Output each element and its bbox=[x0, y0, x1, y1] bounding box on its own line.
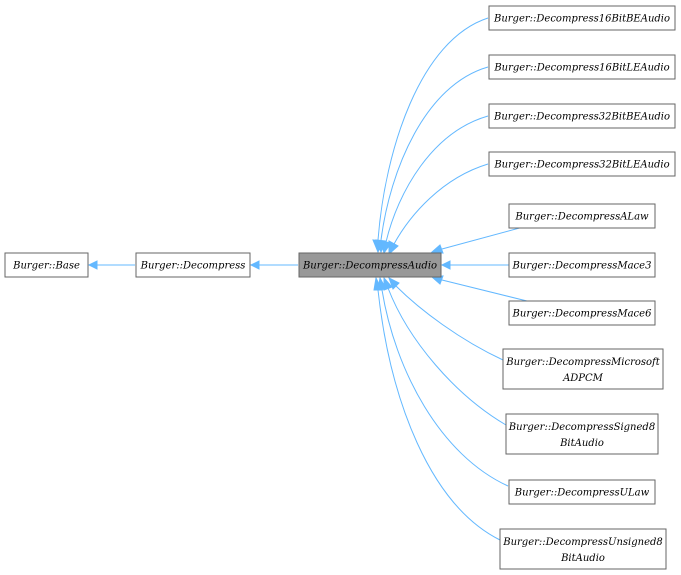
edge-decompressaudio-decompress-arrow bbox=[249, 260, 260, 270]
edge-unsigned8-decompressaudio bbox=[377, 289, 501, 541]
edge-decompress-base-arrow bbox=[87, 260, 98, 270]
node-decompress16bitbeaudio[interactable]: Burger::Decompress16BitBEAudio bbox=[488, 5, 676, 31]
node-label: ADPCM bbox=[562, 373, 604, 384]
edge-msadpcm-arrow bbox=[388, 276, 400, 290]
nodes: Burger::Base Burger::Decompress Burger::… bbox=[4, 5, 676, 570]
node-label: Burger::DecompressMace3 bbox=[512, 261, 652, 272]
edge-d16le-decompressaudio bbox=[380, 66, 489, 241]
edge-mace3-arrow bbox=[440, 260, 451, 270]
node-label: Burger::DecompressAudio bbox=[302, 261, 437, 272]
edge-alaw-decompressaudio bbox=[441, 225, 528, 250]
node-label: Burger::Base bbox=[12, 261, 80, 272]
node-decompressulaw[interactable]: Burger::DecompressULaw bbox=[508, 479, 656, 505]
node-label: BitAudio bbox=[560, 553, 605, 564]
node-label: Burger::Decompress bbox=[140, 261, 246, 272]
edge-d32le-arrow bbox=[388, 240, 399, 256]
node-label: Burger::Decompress16BitLEAudio bbox=[493, 63, 669, 74]
node-label: Burger::DecompressMicrosoft bbox=[505, 357, 661, 368]
node-label: Burger::DecompressSigned8 bbox=[508, 422, 655, 433]
edge-d32le-decompressaudio bbox=[393, 163, 489, 245]
node-decompressalaw[interactable]: Burger::DecompressALaw bbox=[508, 203, 656, 229]
node-decompress-audio[interactable]: Burger::DecompressAudio bbox=[298, 252, 442, 278]
node-base[interactable]: Burger::Base bbox=[4, 252, 89, 278]
node-label: Burger::DecompressULaw bbox=[514, 488, 650, 499]
node-decompress32bitbeaudio[interactable]: Burger::Decompress32BitBEAudio bbox=[488, 103, 676, 129]
edge-ulaw-decompressaudio bbox=[381, 289, 509, 487]
node-decompress16bitleaudio[interactable]: Burger::Decompress16BitLEAudio bbox=[488, 54, 676, 80]
node-decompressmace6[interactable]: Burger::DecompressMace6 bbox=[508, 300, 656, 326]
node-label: Burger::DecompressMace6 bbox=[512, 309, 653, 320]
node-decompresssigned8bitaudio[interactable]: Burger::DecompressSigned8 BitAudio bbox=[505, 413, 659, 455]
node-label: Burger::Decompress32BitBEAudio bbox=[493, 112, 670, 123]
node-label: Burger::DecompressUnsigned8 bbox=[502, 537, 663, 548]
edge-alaw-arrow bbox=[430, 244, 444, 254]
node-decompress32bitleaudio[interactable]: Burger::Decompress32BitLEAudio bbox=[488, 151, 676, 177]
edge-d16be-decompressaudio bbox=[377, 17, 489, 241]
node-decompressmicrosoftadpcm[interactable]: Burger::DecompressMicrosoft ADPCM bbox=[502, 348, 664, 390]
edge-d32be-decompressaudio bbox=[385, 115, 489, 243]
edge-signed8-decompressaudio bbox=[387, 287, 507, 426]
node-label: Burger::DecompressALaw bbox=[514, 212, 649, 223]
edge-mace6-decompressaudio bbox=[441, 279, 528, 302]
edge-unsigned8-arrow bbox=[373, 276, 383, 291]
edges bbox=[87, 17, 528, 541]
node-label: Burger::Decompress32BitLEAudio bbox=[493, 160, 669, 171]
node-decompressmace3[interactable]: Burger::DecompressMace3 bbox=[508, 252, 656, 278]
edge-msadpcm-decompressaudio bbox=[395, 285, 504, 361]
node-label: BitAudio bbox=[559, 438, 604, 449]
node-decompress[interactable]: Burger::Decompress bbox=[135, 252, 251, 278]
node-label: Burger::Decompress16BitBEAudio bbox=[493, 14, 670, 25]
edge-signed8-arrow bbox=[383, 276, 393, 291]
node-decompressunsigned8bitaudio[interactable]: Burger::DecompressUnsigned8 BitAudio bbox=[499, 528, 667, 570]
